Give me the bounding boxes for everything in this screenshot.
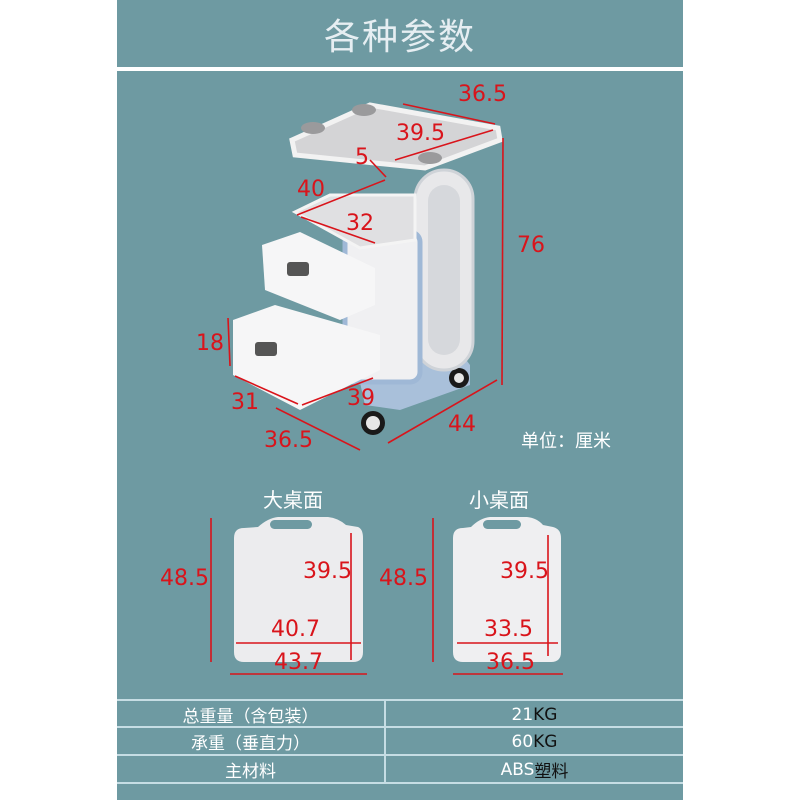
spec-value-number: 21 — [511, 704, 534, 725]
large-tabletop-inner-width: 40.7 — [271, 617, 320, 642]
dim-drawer-width: 39 — [347, 386, 375, 411]
dim-base-depth: 44 — [448, 412, 476, 437]
large-tabletop-inner-height: 39.5 — [303, 559, 352, 584]
dim-top-tray-width: 39.5 — [396, 121, 445, 146]
dim-base-width: 36.5 — [264, 428, 313, 453]
dim-drawer-depth: 31 — [231, 390, 259, 415]
spec-label: 总重量（含包装） — [117, 701, 386, 728]
table-footer — [117, 782, 683, 802]
small-tabletop-total-height: 48.5 — [379, 566, 428, 591]
small-tabletop-outer-width: 36.5 — [486, 650, 535, 675]
spec-value-number: 60 — [511, 731, 534, 752]
dim-middle-tray-depth: 32 — [346, 211, 374, 236]
spec-value-unit: KG — [533, 704, 558, 725]
page-header: 各种参数 — [117, 0, 683, 67]
spec-value-number: ABS — [500, 759, 535, 780]
spec-label: 主材料 — [117, 756, 386, 783]
large-tabletop-total-height: 48.5 — [160, 566, 209, 591]
dim-drawer-height: 18 — [196, 331, 224, 356]
small-tabletop-inner-height: 39.5 — [500, 559, 549, 584]
dim-top-tray-lip: 5 — [355, 145, 369, 170]
spec-value-unit: KG — [533, 731, 558, 752]
large-tabletop-outer-width: 43.7 — [274, 650, 323, 675]
small-tabletop-label: 小桌面 — [469, 488, 529, 512]
page-title: 各种参数 — [323, 16, 476, 58]
dim-top-tray-depth: 36.5 — [458, 82, 507, 107]
spec-value-unit: 塑料 — [534, 762, 569, 782]
small-tabletop-inner-width: 33.5 — [484, 617, 533, 642]
dim-total-height: 76 — [517, 233, 545, 258]
unit-label: 单位：厘米 — [521, 431, 611, 452]
spec-label: 承重（垂直力） — [117, 728, 386, 755]
dim-middle-tray-width: 40 — [297, 177, 325, 202]
large-tabletop-label: 大桌面 — [263, 488, 323, 512]
